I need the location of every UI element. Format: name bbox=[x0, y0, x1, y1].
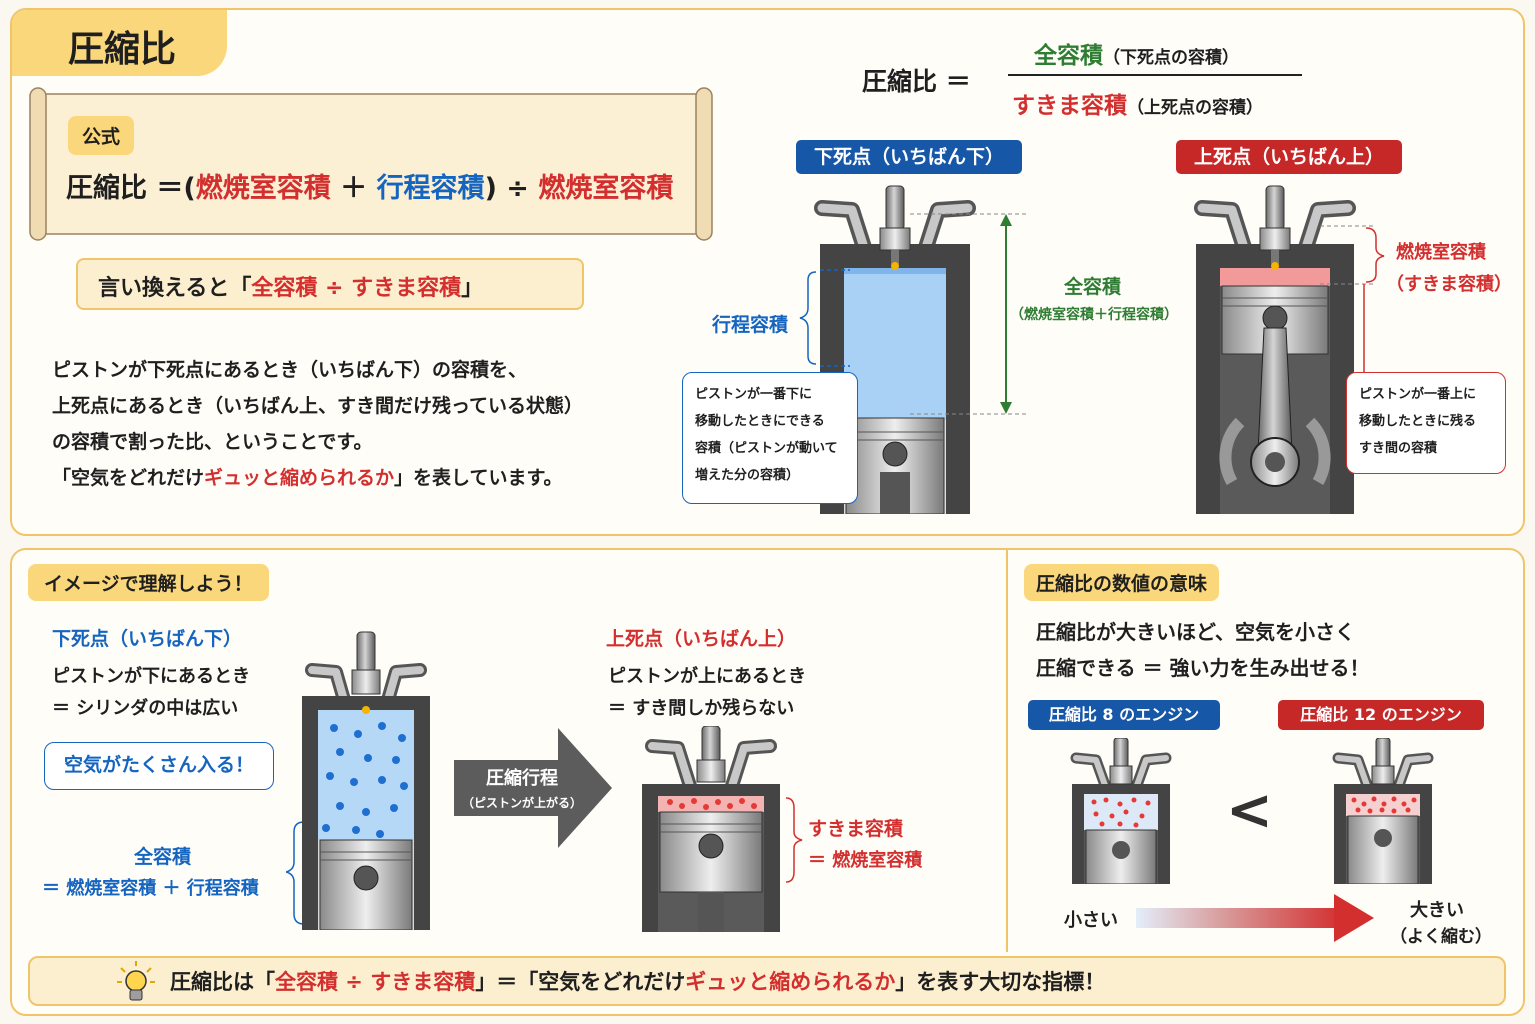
tdc-desc-1: ピストンが上にあるとき bbox=[608, 666, 806, 687]
fraction-denominator: すきま容積（上死点の容積） bbox=[1012, 86, 1263, 120]
image-section-tag: イメージで理解しよう！ bbox=[28, 564, 269, 601]
scale-small: 小さい bbox=[1064, 910, 1118, 931]
less-than-symbol: < bbox=[1226, 778, 1273, 843]
fraction-numerator: 全容積（下死点の容積） bbox=[1034, 36, 1239, 70]
chamber-label-1: 燃焼室容積 bbox=[1396, 242, 1486, 263]
footer-text: 圧縮比は「全容積 ÷ すきま容積」＝「空気をどれだけギュッと縮められるか」を表す… bbox=[170, 966, 1105, 996]
bdc-desc-2: ＝ シリンダの中は広い bbox=[52, 698, 239, 719]
explain-4c: 」を表しています。 bbox=[394, 467, 563, 489]
clearance-brace bbox=[785, 797, 803, 883]
explain-line-3: の容積で割った比、ということです。 bbox=[52, 431, 373, 453]
rephrase-1: 言い換えると「 bbox=[98, 276, 252, 301]
denominator-main: すきま容積 bbox=[1012, 93, 1127, 119]
stroke-volume-label: 行程容積 bbox=[712, 314, 789, 336]
tdc-title: 上死点（いちばん上） bbox=[606, 628, 797, 650]
arrow-label-1: 圧縮行程 bbox=[486, 768, 558, 789]
meaning-tag: 圧縮比の数値の意味 bbox=[1024, 564, 1220, 601]
engine-12-diagram bbox=[1332, 738, 1434, 884]
explanation: ピストンが下死点にあるとき（いちばん下）の容積を、 上死点にあるとき（いちばん上… bbox=[52, 352, 583, 496]
arrow-label-2: （ピストンが上がる） bbox=[462, 796, 583, 810]
engine-12-label: 圧縮比 12 のエンジン bbox=[1278, 700, 1484, 730]
fraction-lhs: 圧縮比 ＝ bbox=[862, 67, 971, 96]
rephrase-2: 全容積 ÷ すきま容積 bbox=[251, 276, 462, 301]
scale-arrow bbox=[1136, 894, 1374, 942]
formula-tag: 公式 bbox=[68, 116, 135, 155]
formula-line: 圧縮比 ＝(燃焼室容積 ＋ 行程容積) ÷ 燃焼室容積 bbox=[66, 166, 673, 205]
total-volume-label: 全容積 bbox=[1064, 276, 1122, 298]
explain-4a: 「空気をどれだけ bbox=[52, 467, 205, 489]
page-title: 圧縮比 bbox=[68, 29, 177, 70]
bdc-air-engine bbox=[302, 631, 430, 930]
rephrase-box: 言い換えると「全容積 ÷ すきま容積」 bbox=[76, 258, 584, 310]
bdc-annotations bbox=[799, 213, 1028, 415]
denominator-sub: （上死点の容積） bbox=[1127, 98, 1263, 118]
bdc-note-1: ピストンが一番下に bbox=[695, 387, 813, 402]
fraction-bar bbox=[1008, 74, 1302, 76]
panel-divider bbox=[1006, 550, 1008, 952]
formula-div: ) ÷ bbox=[484, 173, 539, 204]
clearance-eq: ＝ 燃焼室容積 bbox=[808, 850, 923, 871]
engine-8-diagram bbox=[1070, 738, 1172, 884]
formula-scroll bbox=[29, 87, 713, 241]
footer-4: ギュッと縮められるか bbox=[685, 970, 896, 994]
explain-4b: ギュッと縮められるか bbox=[204, 467, 395, 489]
tdc-engine-diagram bbox=[1194, 185, 1356, 514]
bdc-title: 下死点（いちばん下） bbox=[52, 628, 243, 650]
clearance-label: すきま容積 bbox=[808, 818, 904, 840]
bdc-desc-1: ピストンが下にあるとき bbox=[52, 666, 250, 687]
formula-stroke: 行程容積 bbox=[376, 173, 485, 204]
lightbulb-icon bbox=[117, 961, 155, 1001]
tdc-note-2: 移動したときに残る bbox=[1359, 414, 1477, 429]
meaning-line-1: 圧縮比が大きいほど、空気を小さく bbox=[1036, 620, 1355, 644]
tdc-annotations bbox=[1320, 225, 1385, 378]
numerator-main: 全容積 bbox=[1034, 43, 1103, 69]
image-total-eq: ＝ 燃焼室容積 ＋ 行程容積 bbox=[42, 878, 259, 899]
bdc-note-4: 増えた分の容積） bbox=[695, 468, 800, 483]
formula-part-1: 圧縮比 ＝( bbox=[66, 173, 196, 204]
numerator-sub: （下死点の容積） bbox=[1103, 48, 1239, 68]
bdc-engine-diagram bbox=[814, 185, 976, 514]
bdc-label: 下死点（いちばん下） bbox=[796, 140, 1022, 174]
footer-2: 全容積 ÷ すきま容積 bbox=[275, 970, 476, 994]
formula-chamber-2: 燃焼室容積 bbox=[538, 173, 674, 204]
tdc-note: ピストンが一番上に 移動したときに残る すき間の容積 bbox=[1346, 372, 1506, 474]
image-total: 全容積 bbox=[134, 846, 192, 868]
explain-line-4: 「空気をどれだけギュッと縮められるか」を表しています。 bbox=[52, 460, 583, 496]
tdc-desc-2: ＝ すき間しか残らない bbox=[608, 698, 795, 719]
scale-big: 大きい bbox=[1410, 900, 1464, 921]
air-bubble: 空気がたくさん入る！ bbox=[44, 742, 274, 790]
explain-line-1: ピストンが下死点にあるとき（いちばん下）の容積を、 bbox=[52, 359, 528, 381]
bdc-note: ピストンが一番下に 移動したときにできる 容積（ピストンが動いて 増えた分の容積… bbox=[682, 372, 858, 504]
scale-big-sub: （よく縮む） bbox=[1390, 927, 1492, 947]
title-tab bbox=[12, 10, 227, 76]
engine-8-label: 圧縮比 8 のエンジン bbox=[1028, 700, 1220, 730]
compression-arrow bbox=[454, 728, 612, 848]
tdc-note-1: ピストンが一番上に bbox=[1359, 387, 1477, 402]
footer-3: 」＝「空気をどれだけ bbox=[475, 970, 686, 994]
formula-chamber: 燃焼室容積 bbox=[195, 173, 331, 204]
footer-1: 圧縮比は「 bbox=[170, 970, 275, 994]
footer-5: 」を表す大切な指標！ bbox=[895, 970, 1106, 994]
formula-plus: ＋ bbox=[330, 173, 377, 204]
explain-line-2: 上死点にあるとき（いちばん上、すき間だけ残っている状態） bbox=[52, 395, 584, 417]
total-volume-sub: （燃焼室容積＋行程容積） bbox=[1010, 307, 1178, 323]
tdc-label: 上死点（いちばん上） bbox=[1176, 140, 1402, 174]
bdc-note-3: 容積（ピストンが動いて bbox=[695, 441, 838, 456]
meaning-line-2: 圧縮できる ＝ 強い力を生み出せる！ bbox=[1036, 656, 1370, 680]
air-molecules bbox=[322, 722, 408, 838]
footer-banner bbox=[28, 956, 1506, 1006]
tdc-note-3: すき間の容積 bbox=[1359, 441, 1438, 456]
rephrase-3: 」 bbox=[461, 276, 484, 301]
chamber-label-2: （すきま容積） bbox=[1386, 274, 1512, 295]
bdc-note-2: 移動したときにできる bbox=[695, 414, 825, 429]
tdc-compressed-engine bbox=[642, 726, 780, 932]
